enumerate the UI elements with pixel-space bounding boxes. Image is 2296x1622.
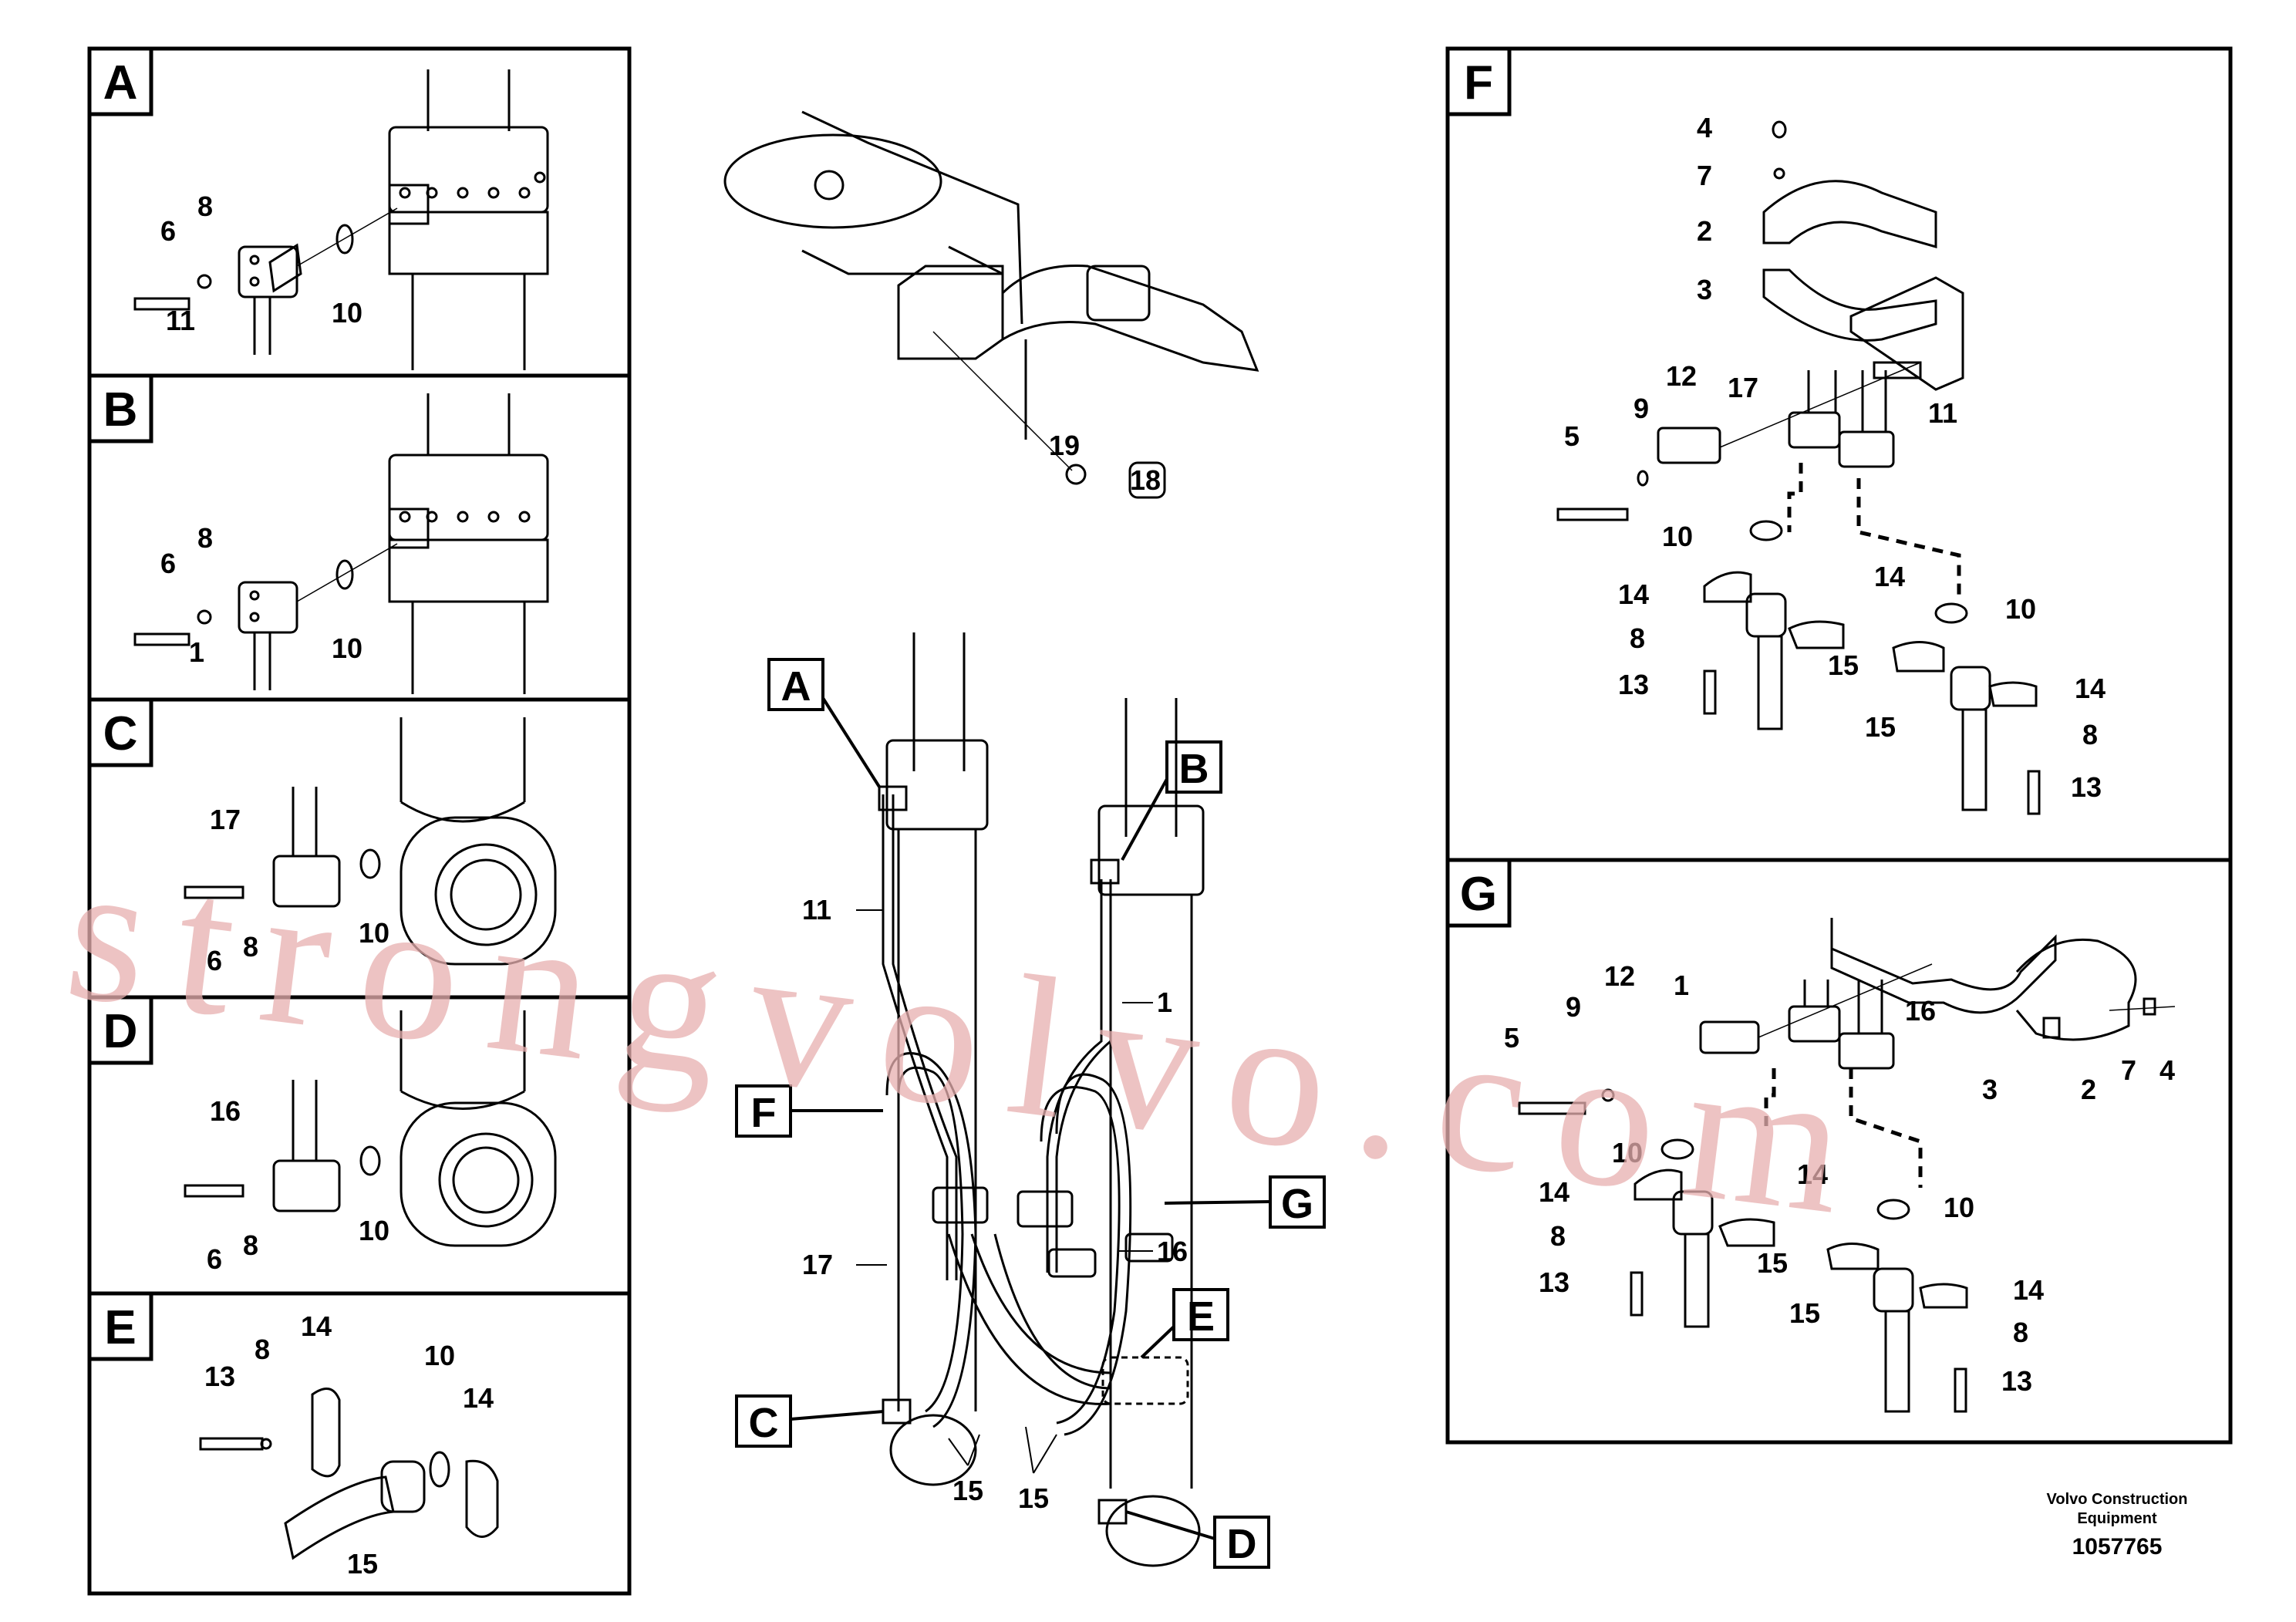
panel-d-label: 8: [243, 1229, 258, 1261]
panel-g-label: 7: [2121, 1054, 2136, 1086]
panel-g-label: 1: [1674, 969, 1689, 1001]
panel-g-label: 13: [1539, 1266, 1569, 1298]
panel-f-label: 14: [1874, 561, 1905, 592]
panel-g-label: 14: [1797, 1158, 1828, 1190]
callout-a: A: [781, 663, 811, 710]
main-label: 11: [802, 894, 831, 926]
main-label: 15: [952, 1475, 983, 1506]
left-panel-frame: [87, 46, 632, 1596]
panel-a-label: 10: [332, 297, 362, 329]
panel-c-label: 6: [207, 945, 222, 976]
panel-g-frame: [1445, 858, 2233, 1445]
panel-g-label: 12: [1604, 960, 1635, 992]
panel-d-drawing: [184, 1010, 557, 1247]
panel-g-label: 10: [1944, 1192, 1974, 1223]
panel-f-label: 12: [1666, 360, 1697, 392]
panel-g-drawing: [1518, 918, 2176, 1413]
panel-c-label: 8: [243, 931, 258, 963]
panel-f-label: 8: [1630, 622, 1645, 654]
callout-c: C: [749, 1400, 779, 1446]
panel-e-letter: E: [104, 1301, 136, 1354]
panel-a-label: 11: [166, 305, 195, 336]
panel-g-label: 9: [1566, 991, 1581, 1023]
panel-e-label: 14: [301, 1310, 332, 1342]
panel-e-label: 13: [204, 1361, 235, 1392]
panel-a-label: 8: [197, 191, 213, 222]
watermark: strongvolvo.com: [56, 818, 1886, 1260]
panel-f-drawing: [1556, 120, 2041, 815]
panel-c-letter: C: [103, 707, 138, 760]
panel-b-drawing: [133, 393, 549, 694]
panel-a-label: 6: [160, 215, 176, 247]
panel-g-label: 8: [1550, 1220, 1566, 1252]
panel-e-label: 15: [347, 1548, 378, 1580]
panel-b-label: 1: [189, 636, 204, 668]
tank-detail-label: 18: [1130, 464, 1161, 496]
panel-f-label: 14: [1618, 578, 1649, 610]
panel-f-label: 4: [1697, 112, 1712, 143]
panel-f-label: 10: [2005, 593, 2036, 625]
panel-b-label: 6: [160, 548, 176, 579]
panel-f-label: 17: [1728, 372, 1758, 403]
panel-c-drawing: [184, 717, 557, 966]
callout-b: B: [1179, 746, 1209, 792]
main-assembly-drawing: [735, 632, 1326, 1569]
panel-g-label: 8: [2013, 1317, 2028, 1348]
panel-f-label: 5: [1564, 420, 1580, 452]
callout-e: E: [1187, 1293, 1215, 1340]
panel-e-label: 14: [463, 1382, 494, 1414]
tank-detail-drawing: [723, 110, 1259, 499]
panel-e-label: 8: [255, 1334, 270, 1365]
panel-f-label: 15: [1828, 649, 1859, 681]
panel-f-label: 2: [1697, 215, 1712, 247]
panel-f-label: 3: [1697, 274, 1712, 305]
panel-a-drawing: [133, 69, 549, 370]
panel-g-label: 4: [2159, 1054, 2175, 1086]
main-label: 16: [1157, 1236, 1188, 1267]
panel-f-label: 11: [1928, 397, 1957, 429]
panel-g-label: 14: [2013, 1274, 2044, 1306]
panel-g-label: 15: [1757, 1247, 1788, 1279]
panel-e-label: 10: [424, 1340, 455, 1371]
panel-c-label: 10: [359, 917, 389, 949]
panel-f-label: 15: [1865, 711, 1896, 743]
main-label: 15: [1018, 1482, 1049, 1514]
panel-f-label: 9: [1633, 393, 1649, 424]
panel-g-label: 2: [2081, 1074, 2096, 1105]
panel-e-drawing: [199, 1388, 499, 1560]
credit-company-line2: Equipment: [2077, 1510, 2157, 1527]
panel-d-label: 10: [359, 1215, 389, 1246]
panel-b-label: 10: [332, 632, 362, 664]
tank-detail-label: 19: [1049, 430, 1080, 461]
callout-d: D: [1227, 1521, 1257, 1567]
panel-f-label: 8: [2082, 719, 2098, 750]
panel-g-label: 3: [1982, 1074, 1998, 1105]
panel-f-letter: F: [1464, 56, 1493, 110]
panel-g-label: 13: [2001, 1365, 2032, 1397]
callout-g: G: [1281, 1181, 1313, 1227]
panel-d-letter: D: [103, 1005, 138, 1058]
panel-g-label: 15: [1789, 1297, 1820, 1329]
panel-f-label: 14: [2075, 673, 2106, 704]
panel-d-label: 6: [207, 1243, 222, 1275]
panel-g-label: 10: [1612, 1137, 1643, 1168]
panel-b-letter: B: [103, 383, 138, 437]
panel-g-label: 5: [1504, 1022, 1519, 1054]
panel-f-label: 13: [1618, 669, 1649, 700]
panel-f-label: 13: [2071, 771, 2102, 803]
panel-g-label: 14: [1539, 1176, 1569, 1208]
panel-f-label: 7: [1697, 160, 1712, 191]
figure-number: 1057765: [2072, 1534, 2163, 1560]
panel-f-label: 10: [1662, 521, 1693, 552]
main-label: 1: [1157, 986, 1172, 1018]
panel-a-letter: A: [103, 56, 138, 110]
credit-company: Volvo Construction: [2047, 1491, 2188, 1508]
callout-f: F: [751, 1090, 777, 1136]
panel-b-label: 8: [197, 522, 213, 554]
main-label: 17: [802, 1249, 833, 1280]
panel-g-label: 16: [1905, 995, 1936, 1027]
panel-g-letter: G: [1460, 868, 1497, 921]
panel-d-label: 16: [210, 1095, 241, 1127]
panel-c-label: 17: [210, 804, 241, 835]
